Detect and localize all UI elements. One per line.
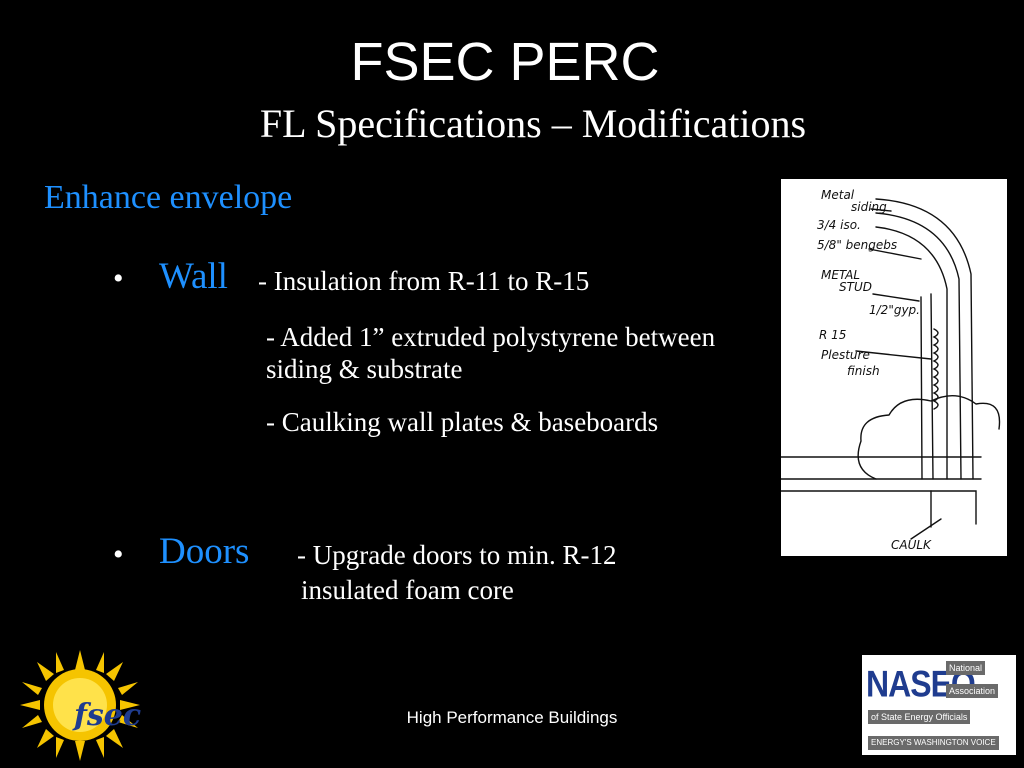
sketch-label-finish: finish bbox=[847, 364, 880, 378]
wall-detail-siding: siding & substrate bbox=[266, 354, 463, 384]
section-heading: Enhance envelope bbox=[44, 179, 293, 216]
sketch-label-metal: Metal bbox=[821, 188, 855, 202]
wall-detail-caulking: - Caulking wall plates & baseboards bbox=[266, 407, 659, 437]
sketch-label-caulk: CAULK bbox=[891, 538, 932, 552]
sketch-label-plesture: Plesture bbox=[821, 348, 870, 362]
wall-detail-insulation: - Insulation from R-11 to R-15 bbox=[258, 266, 590, 296]
fsec-logo-text: fsec bbox=[72, 698, 141, 733]
bullet-dot-wall: • bbox=[113, 262, 124, 295]
naseo-logo-name: NASEO bbox=[866, 663, 976, 705]
naseo-logo-tagline: ENERGY'S WASHINGTON VOICE bbox=[868, 736, 999, 750]
slide-title: FSEC PERC bbox=[350, 32, 660, 92]
sketch-label-r15: R 15 bbox=[819, 328, 846, 342]
naseo-logo: NASEO National Association of State Ener… bbox=[862, 655, 1016, 755]
sketch-label-iso: 3/4 iso. bbox=[817, 218, 861, 232]
bullet-heading-wall: Wall bbox=[159, 256, 228, 297]
doors-detail-foam-core: insulated foam core bbox=[301, 575, 514, 605]
doors-detail-upgrade: - Upgrade doors to min. R-12 bbox=[297, 540, 617, 570]
sketch-label-siding: siding bbox=[851, 200, 887, 214]
sketch-label-metal-stud-2: STUD bbox=[839, 280, 872, 294]
bullet-dot-doors: • bbox=[113, 538, 124, 571]
slide-subtitle: FL Specifications – Modifications bbox=[259, 101, 807, 146]
sketch-label-metal-stud-1: METAL bbox=[821, 268, 860, 282]
footer-text: High Performance Buildings bbox=[406, 708, 618, 727]
sketch-label-bengebs: 5/8" bengebs bbox=[817, 238, 897, 252]
fsec-logo: fsec bbox=[18, 648, 148, 763]
naseo-logo-association: Association bbox=[946, 684, 999, 698]
wall-detail-polystyrene: - Added 1” extruded polystyrene between bbox=[266, 322, 716, 352]
wall-section-sketch: Metal siding 3/4 iso. 5/8" bengebs METAL… bbox=[781, 179, 1007, 556]
naseo-logo-national: National bbox=[946, 661, 986, 675]
bullet-heading-doors: Doors bbox=[159, 531, 250, 572]
naseo-logo-officials: of State Energy Officials bbox=[868, 710, 971, 724]
sketch-label-gyp: 1/2"gyp. bbox=[869, 303, 920, 317]
